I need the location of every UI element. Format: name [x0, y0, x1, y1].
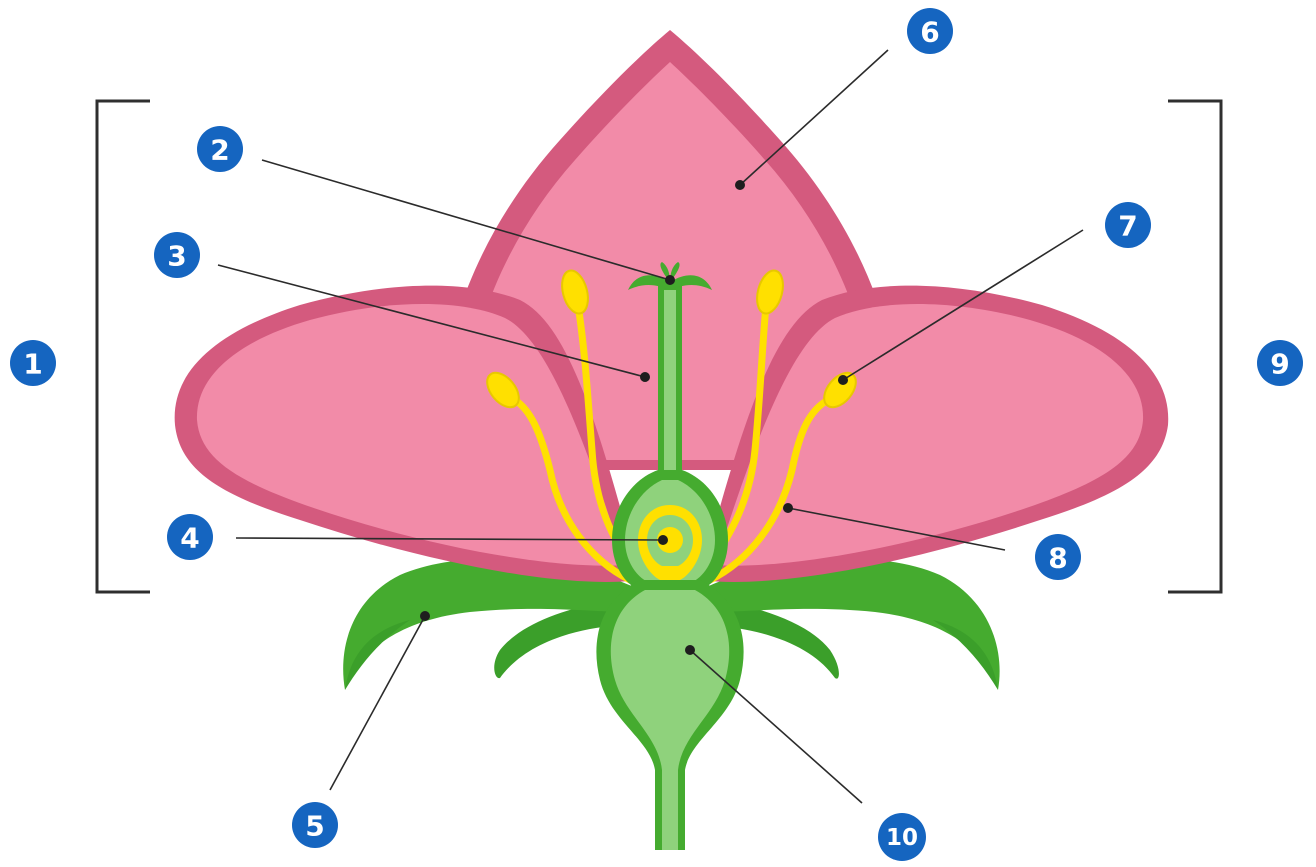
badge-1: 1: [10, 340, 56, 386]
badge-2: 2: [197, 126, 243, 172]
dot-10: [685, 645, 695, 655]
style-inner: [664, 290, 676, 480]
dot-3: [640, 372, 650, 382]
badge-5-text: 5: [305, 810, 324, 843]
badge-9-text: 9: [1270, 348, 1289, 381]
badge-3-text: 3: [167, 240, 186, 273]
badge-4: 4: [167, 514, 213, 560]
dot-6: [735, 180, 745, 190]
badge-6: 6: [907, 8, 953, 54]
dot-2: [665, 275, 675, 285]
badge-7-text: 7: [1118, 210, 1137, 243]
badge-8-text: 8: [1048, 542, 1067, 575]
badge-10-text: 10: [886, 825, 918, 851]
dot-5: [420, 611, 430, 621]
badge-9: 9: [1257, 340, 1303, 386]
badge-6-text: 6: [920, 16, 939, 49]
badge-1-text: 1: [23, 348, 42, 381]
badge-5: 5: [292, 802, 338, 848]
dot-4: [658, 535, 668, 545]
badge-2-text: 2: [210, 134, 229, 167]
badge-3: 3: [154, 232, 200, 278]
bracket-left: [97, 101, 150, 592]
dot-7: [838, 375, 848, 385]
badge-10: 10: [878, 813, 926, 861]
bracket-right: [1168, 101, 1221, 592]
badge-7: 7: [1105, 202, 1151, 248]
badge-8: 8: [1035, 534, 1081, 580]
dot-8: [783, 503, 793, 513]
leader-6: [740, 50, 888, 185]
badge-4-text: 4: [180, 522, 199, 555]
receptacle-group: [596, 580, 743, 850]
